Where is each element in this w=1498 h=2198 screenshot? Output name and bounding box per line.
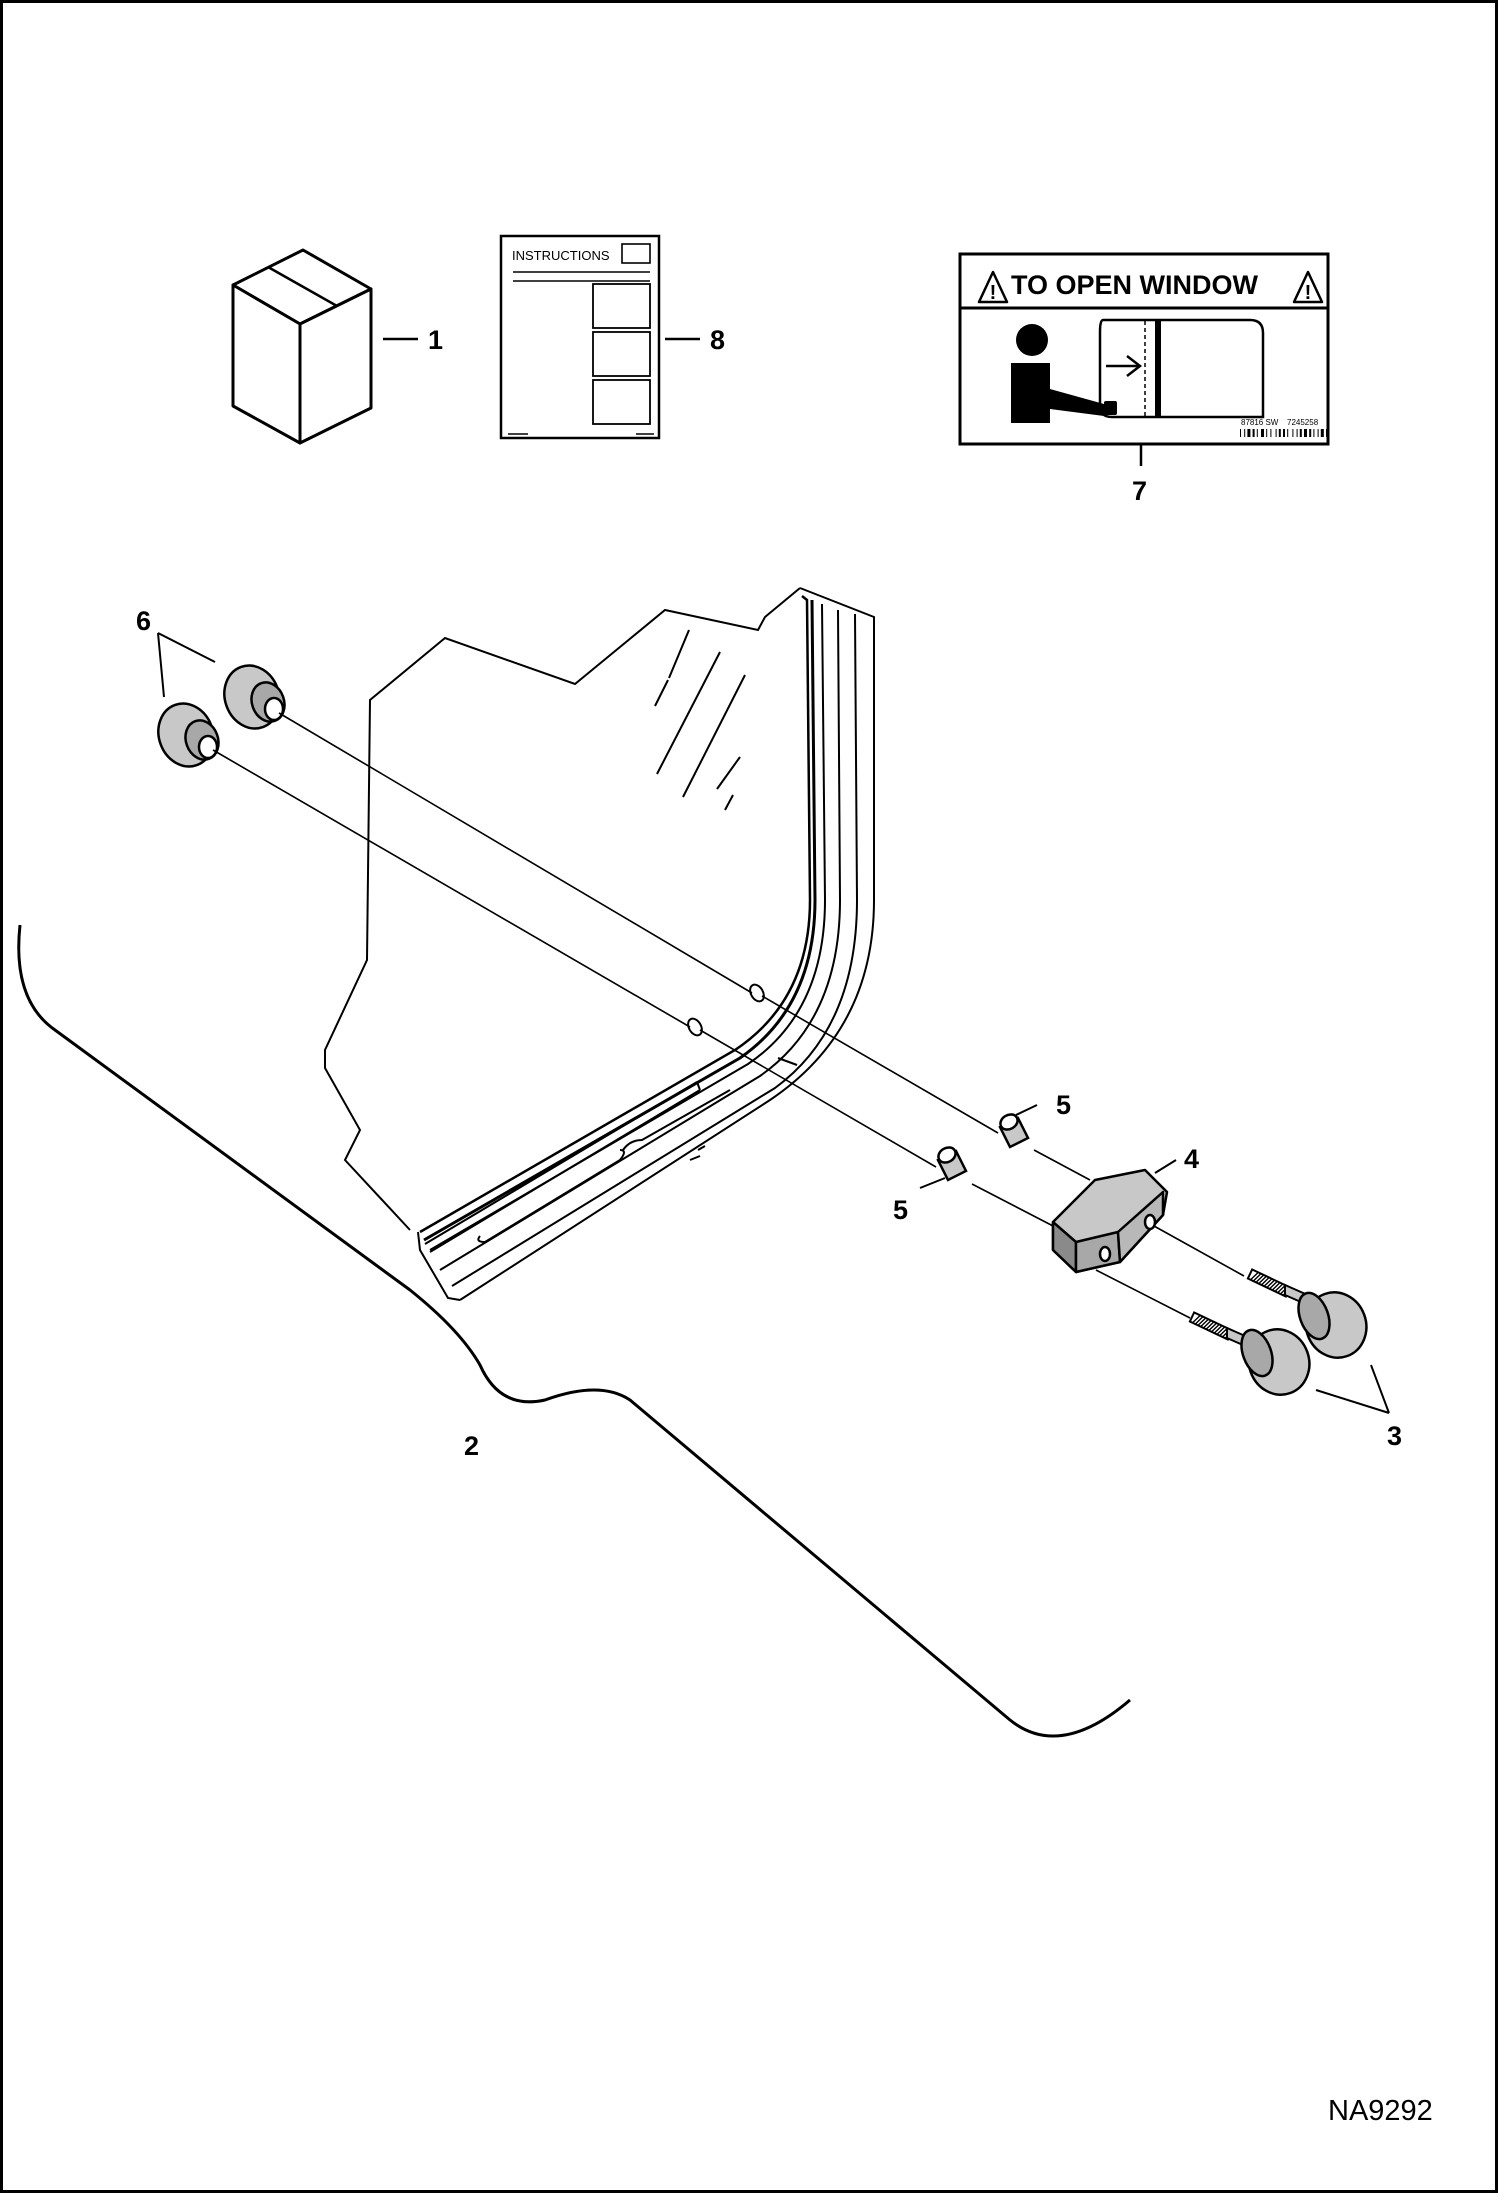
callout-7: 7	[1132, 476, 1147, 506]
instructions-sheet-title: INSTRUCTIONS	[512, 248, 610, 263]
window-glass	[324, 587, 801, 1231]
glass-hole-lower	[687, 1017, 703, 1037]
svg-text:!: !	[990, 282, 997, 304]
warning-triangle-right-icon: !	[1292, 270, 1324, 304]
instructions-sheet-icon	[499, 234, 661, 440]
drawing-id: NA9292	[1328, 2095, 1433, 2127]
leader-4	[1154, 1159, 1177, 1174]
bolt-knob-lower	[1188, 1311, 1311, 1396]
callout-2: 2	[464, 1431, 479, 1461]
assembly-bracket	[17, 924, 1131, 1738]
window-frame-channel	[417, 587, 875, 1301]
svg-text:!: !	[1305, 282, 1312, 304]
retainer-block	[1051, 1168, 1169, 1274]
callout-3: 3	[1387, 1421, 1402, 1451]
decal: ! TO OPEN WINDOW ! 87816 SW 7245258	[958, 252, 1330, 446]
decal-part-no-right: 7245258	[1287, 418, 1319, 427]
callout-8: 8	[710, 325, 725, 355]
window-pane-icon	[1098, 318, 1265, 419]
decal-title: TO OPEN WINDOW	[1011, 270, 1259, 300]
callout-4: 4	[1184, 1144, 1199, 1174]
spacer-upper	[998, 1113, 1030, 1149]
leader-5a	[1015, 1104, 1038, 1116]
knob-upper-left	[223, 664, 286, 730]
spacer-lower	[936, 1146, 968, 1182]
barcode-icon	[1240, 429, 1328, 437]
decal-part-no-left: 87816 SW	[1241, 418, 1279, 427]
callout-5-upper: 5	[1056, 1090, 1071, 1120]
arrow-right-icon	[1106, 355, 1143, 377]
assembly-centerlines	[212, 712, 1245, 1319]
callout-6: 6	[136, 606, 151, 636]
glass-hole-upper	[749, 983, 765, 1003]
leader-5b	[919, 1177, 946, 1189]
warning-triangle-left-icon: !	[977, 270, 1009, 304]
callout-1: 1	[428, 325, 443, 355]
callout-5-lower: 5	[893, 1195, 908, 1225]
person-icon	[1011, 324, 1117, 423]
knob-lower-left	[157, 702, 220, 768]
bolt-knob-upper	[1246, 1268, 1368, 1359]
box-icon	[231, 248, 373, 445]
leader-6	[157, 632, 216, 698]
leader-3	[1315, 1364, 1390, 1414]
